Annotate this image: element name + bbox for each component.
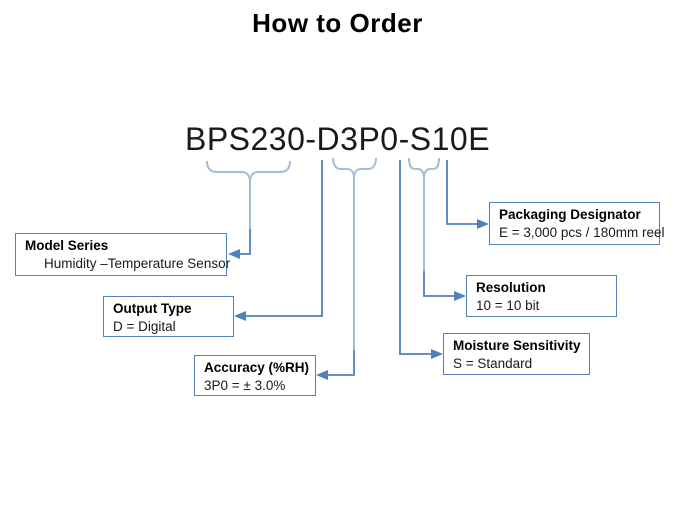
page-title: How to Order <box>252 8 423 38</box>
connector-moisture <box>399 160 431 355</box>
callout-label: Resolution <box>476 280 546 295</box>
callout-label: Moisture Sensitivity <box>453 338 581 353</box>
part-number: BPS230-D3P0-S10E <box>184 121 491 157</box>
connector-packaging <box>446 160 477 225</box>
callout-label: Output Type <box>113 301 192 316</box>
callout-label: Model Series <box>25 238 109 253</box>
callout-box-accuracy: Accuracy (%RH) 3P0 = ± 3.0% <box>194 355 316 396</box>
brace-icon-model-series <box>206 160 291 181</box>
connector-resolution <box>423 271 454 297</box>
arrow-left-icon <box>228 249 240 259</box>
callout-box-output-type: Output Type D = Digital <box>103 296 234 337</box>
callout-value: E = 3,000 pcs / 180mm reel <box>499 224 665 240</box>
connector-model-series <box>240 229 251 255</box>
callout-value: 3P0 = ± 3.0% <box>204 377 286 393</box>
connector-accuracy <box>328 350 355 376</box>
callout-value: S = Standard <box>453 355 533 371</box>
arrow-left-icon <box>234 311 246 321</box>
callout-box-moisture-sensitivity: Moisture Sensitivity S = Standard <box>443 333 590 375</box>
callout-box-model-series: Model Series Humidity –Temperature Senso… <box>15 233 231 276</box>
callout-value: D = Digital <box>113 318 176 334</box>
arrow-left-icon <box>316 370 328 380</box>
connector-output-type <box>246 160 323 317</box>
arrow-right-icon <box>431 349 443 359</box>
callout-box-resolution: Resolution 10 = 10 bit <box>466 275 617 317</box>
callout-label: Accuracy (%RH) <box>204 360 310 375</box>
brace-icon-accuracy <box>332 157 377 177</box>
arrow-right-icon <box>454 291 466 301</box>
callout-box-packaging-designator: Packaging Designator E = 3,000 pcs / 180… <box>489 202 665 245</box>
brace-icon-resolution <box>408 157 440 177</box>
arrow-right-icon <box>477 219 489 229</box>
callout-value: 10 = 10 bit <box>476 297 540 313</box>
callout-label: Packaging Designator <box>499 207 641 222</box>
callout-value: Humidity –Temperature Sensor <box>44 255 231 271</box>
